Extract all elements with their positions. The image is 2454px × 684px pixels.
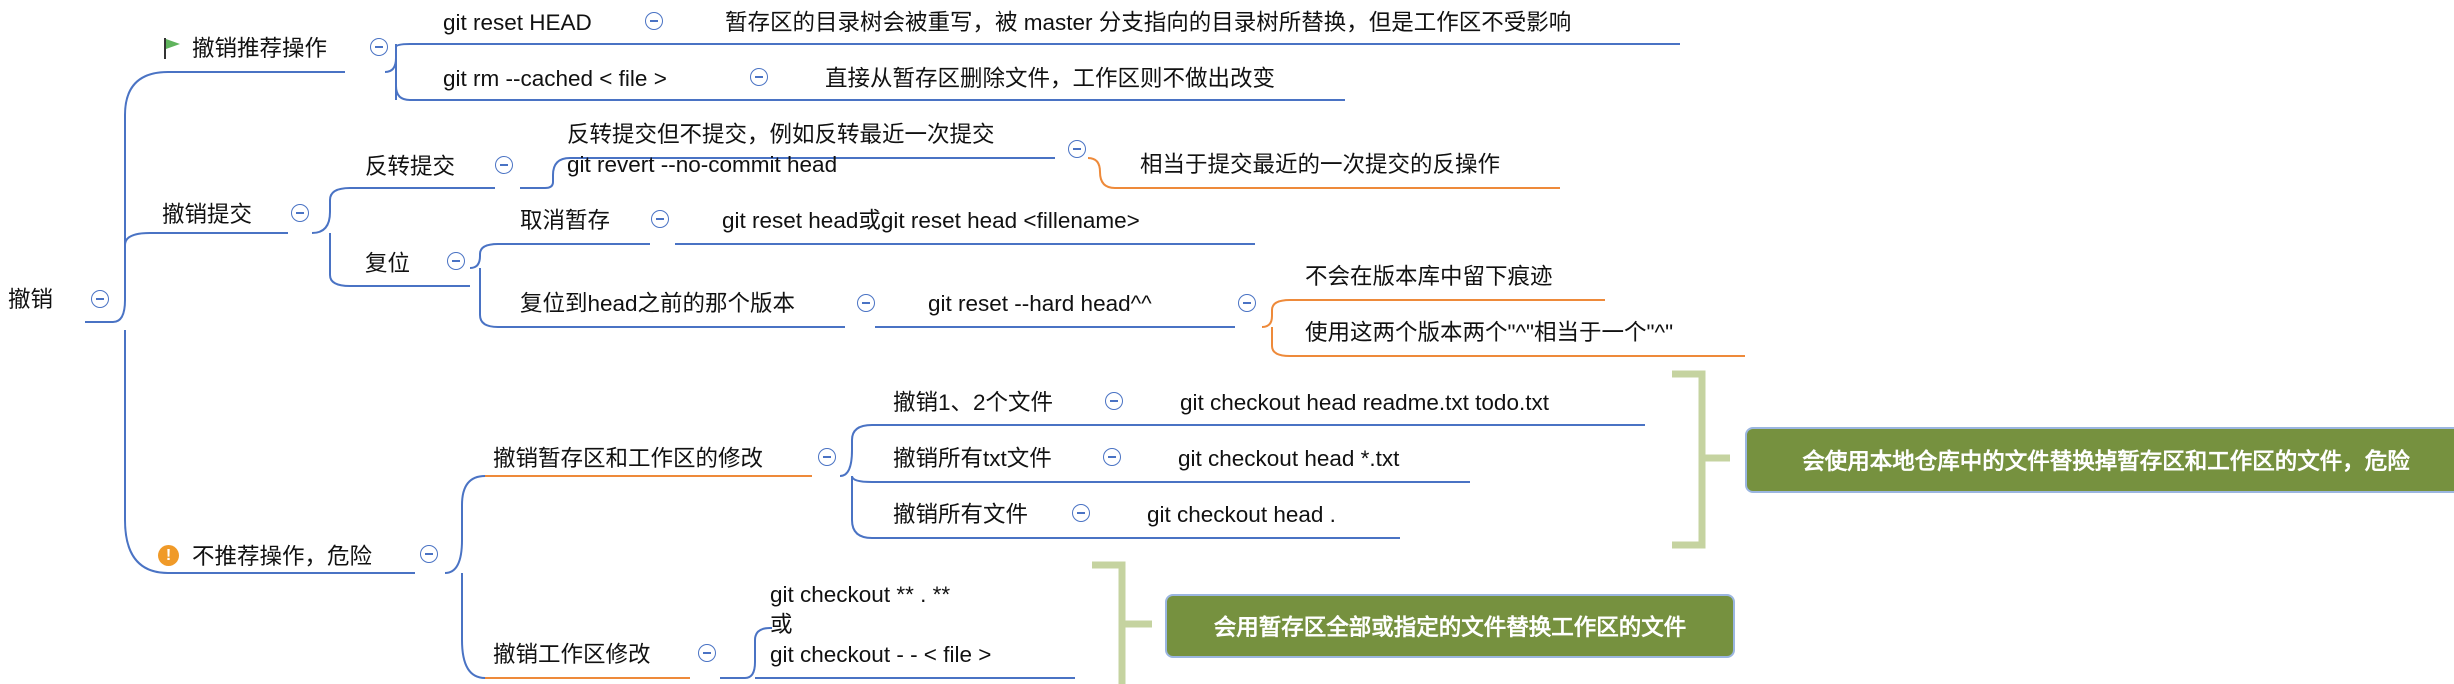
topic-undo-txt-files[interactable]: 撤销所有txt文件	[893, 446, 1052, 471]
revert-detail-line2[interactable]: git revert --no-commit head	[567, 152, 838, 177]
topic-unstage[interactable]: 取消暂存	[520, 208, 611, 233]
topic-reset[interactable]: 复位	[365, 251, 411, 276]
worktree-line-1[interactable]: git checkout ** . **	[770, 582, 951, 607]
topic-undo-two-files[interactable]: 撤销1、2个文件	[893, 390, 1054, 415]
connector	[124, 232, 288, 246]
root-topic[interactable]: 撤销	[8, 287, 54, 312]
command-unstage[interactable]: git reset head或git reset head <fillename…	[722, 208, 1140, 233]
connector	[839, 424, 1645, 477]
collapse-toggle-undo-commit[interactable]	[291, 204, 309, 222]
revert-note[interactable]: 相当于提交最近的一次提交的反操作	[1140, 152, 1501, 177]
revert-detail-line1[interactable]: 反转提交但不提交，例如反转最近一次提交	[567, 122, 995, 147]
connector	[851, 476, 1400, 539]
connector	[1087, 157, 1560, 189]
topic-hard-reset[interactable]: 复位到head之前的那个版本	[520, 291, 796, 316]
collapse-toggle-undo-all-files[interactable]	[1072, 504, 1090, 522]
topic-recommended[interactable]: 撤销推荐操作	[192, 36, 328, 61]
callout-worktree[interactable]: 会用暂存区全部或指定的文件替换工作区的文件	[1165, 594, 1735, 658]
command-hard-reset[interactable]: git reset --hard head^^	[928, 291, 1152, 316]
callout-index-and-worktree[interactable]: 会使用本地仓库中的文件替换掉暂存区和工作区的文件，危险	[1745, 427, 2454, 493]
collapse-toggle-rm-cached[interactable]	[750, 68, 768, 86]
collapse-toggle-dangerous[interactable]	[420, 545, 438, 563]
command-git-reset-head[interactable]: git reset HEAD	[443, 10, 592, 35]
collapse-toggle-undo-two-files[interactable]	[1105, 392, 1123, 410]
connector	[479, 268, 845, 328]
connector	[520, 157, 1055, 189]
topic-revert[interactable]: 反转提交	[365, 154, 456, 179]
collapse-toggle-revert-detail[interactable]	[1068, 140, 1086, 158]
collapse-toggle-hard-reset-command[interactable]	[1238, 294, 1256, 312]
topic-index-and-worktree[interactable]: 撤销暂存区和工作区的修改	[493, 446, 764, 471]
collapse-toggle-index-and-worktree[interactable]	[818, 448, 836, 466]
collapse-toggle-revert[interactable]	[495, 156, 513, 174]
connector	[469, 243, 650, 269]
collapse-toggle-hard-reset[interactable]	[857, 294, 875, 312]
collapse-toggle-recommended[interactable]	[370, 38, 388, 56]
command-undo-two-files[interactable]: git checkout head readme.txt todo.txt	[1180, 390, 1549, 415]
hard-reset-note-2[interactable]: 使用这两个版本两个"^"相当于一个"^"	[1305, 320, 1674, 345]
description-rm-cached[interactable]: 直接从暂存区删除文件，工作区则不做出改变	[825, 66, 1276, 91]
collapse-toggle-reset[interactable]	[447, 252, 465, 270]
connector	[1271, 327, 1745, 357]
command-undo-all-files[interactable]: git checkout head .	[1147, 502, 1336, 527]
collapse-toggle-undo-txt-files[interactable]	[1103, 448, 1121, 466]
connector	[444, 475, 812, 574]
collapse-toggle-unstage[interactable]	[651, 210, 669, 228]
connector	[1261, 299, 1605, 328]
collapse-toggle-worktree[interactable]	[698, 644, 716, 662]
topic-undo-commit[interactable]: 撤销提交	[162, 202, 253, 227]
collapse-toggle-reset-head[interactable]	[645, 12, 663, 30]
connector	[124, 330, 415, 574]
topic-worktree[interactable]: 撤销工作区修改	[493, 642, 651, 667]
summary-bracket	[1092, 561, 1126, 684]
description-reset-head[interactable]: 暂存区的目录树会被重写，被 master 分支指向的目录树所替换，但是工作区不受…	[725, 10, 1572, 35]
topic-dangerous[interactable]: 不推荐操作，危险	[192, 544, 373, 569]
connector	[329, 233, 470, 287]
connector	[461, 573, 690, 679]
connector	[311, 187, 495, 234]
worktree-line-3[interactable]: git checkout - - < file >	[770, 642, 992, 667]
connector	[851, 475, 1470, 483]
topic-undo-all-files[interactable]: 撤销所有文件	[893, 502, 1029, 527]
worktree-line-2[interactable]: 或	[770, 612, 793, 637]
warning-icon: !	[158, 545, 179, 566]
flag-icon	[164, 38, 180, 59]
collapse-toggle-root[interactable]	[91, 290, 109, 308]
summary-bracket	[1672, 370, 1706, 549]
command-git-rm-cached[interactable]: git rm --cached < file >	[443, 66, 667, 91]
hard-reset-note-1[interactable]: 不会在版本库中留下痕迹	[1305, 264, 1553, 289]
connector	[112, 71, 345, 323]
command-undo-txt-files[interactable]: git checkout head *.txt	[1178, 446, 1400, 471]
connector	[720, 627, 772, 679]
